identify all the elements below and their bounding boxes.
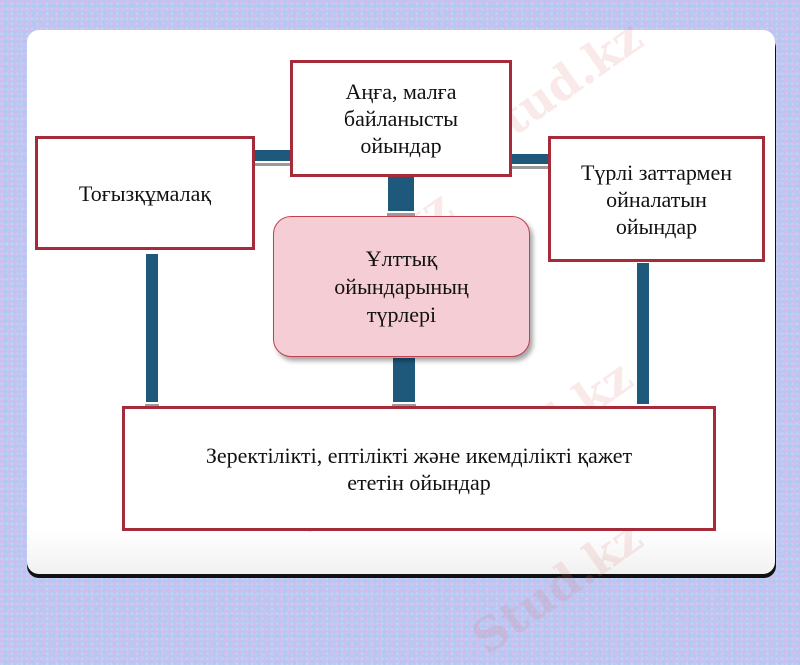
node-label: Түрлі заттармен ойналатын ойындар: [580, 159, 732, 239]
connector-left-top: [252, 148, 292, 163]
node-label: Аңға, малға байланысты ойындар: [343, 79, 459, 158]
connector-left-bottom: [144, 252, 160, 404]
connector-top-right: [510, 152, 550, 166]
node-top-hunting-livestock-games: Аңға, малға байланысты ойындар: [290, 60, 512, 177]
connector-top-center: [386, 175, 416, 213]
node-right-object-games: Түрлі заттармен ойналатын ойындар: [548, 136, 765, 262]
node-bottom-skill-games: Зеректілікті, ептілікті және икемділікті…: [122, 406, 716, 531]
node-center-national-games-types: Ұлттық ойындарының түрлері: [273, 216, 530, 357]
connector-right-bottom: [635, 261, 651, 406]
connector-center-bottom: [391, 356, 417, 404]
node-label: Тоғызқұмалақ: [78, 180, 212, 206]
node-title-label: Ұлттық ойындарының түрлері: [334, 245, 469, 327]
node-left-togyzkumalak: Тоғызқұмалақ: [35, 136, 255, 250]
node-label: Зеректілікті, ептілікті және икемділікті…: [205, 442, 633, 495]
